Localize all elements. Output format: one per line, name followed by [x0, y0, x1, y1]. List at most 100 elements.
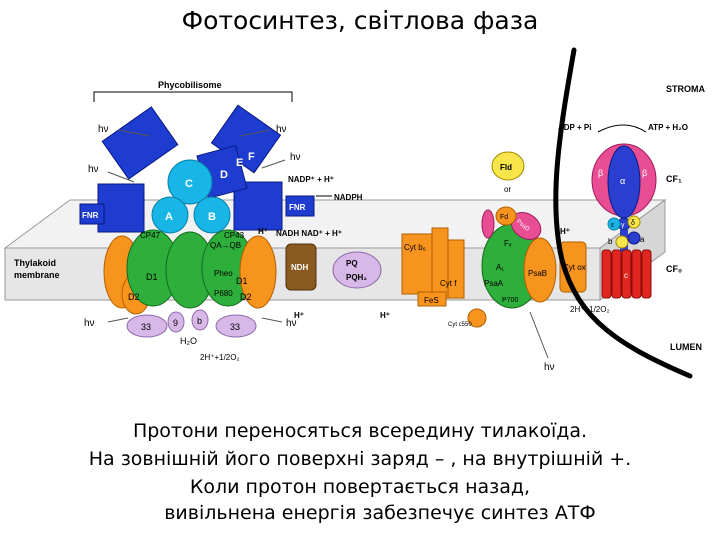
stroma-label: STROMA	[666, 84, 705, 94]
alpha-label: α	[620, 176, 625, 186]
h2o-label: H₂O	[180, 336, 197, 346]
cf0-a	[627, 231, 641, 245]
cyt-f-label: Cyt f	[440, 279, 457, 288]
hv-label-2: hν	[276, 124, 287, 135]
psi-orange	[523, 237, 557, 303]
cf0-c-label: c	[624, 271, 628, 280]
photosynthesis-light-phase-diagram: Thylakoid membrane Phycobilisome C A B D…	[3, 47, 705, 379]
psi-fd	[495, 206, 517, 226]
oec-b	[191, 309, 209, 331]
cf1-epsilon	[607, 217, 621, 231]
pq-label: PQ	[346, 259, 358, 268]
photosystem-ii	[103, 229, 277, 315]
a1-label: A₁	[496, 263, 504, 272]
beta-label-right: β	[642, 168, 647, 178]
h-plus-cytox-label: H⁺	[560, 227, 570, 236]
flavodoxin	[491, 151, 525, 181]
water-split-right-label: 2H⁺+1/2O₂	[570, 305, 610, 314]
h-plus-b6f-label: H⁺	[380, 311, 390, 320]
psii-orange-right	[239, 235, 277, 309]
oec-33-left	[126, 314, 168, 338]
psii-d2-label: D2	[128, 292, 140, 302]
fd-label: Fd	[500, 214, 508, 221]
phycobilisome-label: Phycobilisome	[158, 80, 222, 90]
cf1-label: CF₁	[666, 174, 682, 184]
hv-label-5: hν	[84, 318, 95, 329]
psii-d2-right-label: D2	[240, 292, 252, 302]
oec-33-left-label: 33	[141, 322, 151, 332]
atp-h2o-label: ATP + H₂O	[648, 123, 688, 132]
photon-arrows	[107, 129, 549, 359]
pbs-core-a	[151, 196, 189, 234]
water-split-ps2-label: 2H⁺+1/2O₂	[200, 353, 240, 362]
ndh-complex	[285, 243, 317, 291]
oec-9	[167, 311, 185, 333]
beta-label-left: β	[598, 168, 603, 178]
hv-label-4: hν	[290, 152, 301, 163]
cf0-b-label: b	[608, 237, 613, 246]
fnr-right-box	[285, 195, 315, 217]
hv-label-1: hν	[98, 124, 109, 135]
psii-cp43-label: CP43	[224, 231, 245, 240]
epsilon-label: ε	[611, 222, 614, 229]
cf0-label: CF₀	[666, 264, 682, 274]
atp-arrow	[597, 124, 647, 133]
pbs-core-c	[167, 159, 213, 205]
cf0-a-label: a	[640, 235, 645, 244]
cytochrome-b6f	[401, 227, 465, 307]
h-plus-psii-label: H⁺	[258, 227, 268, 236]
photosystem-i	[481, 206, 557, 309]
fnr-left-label: FNR	[82, 211, 99, 220]
oec-33-right-label: 33	[230, 322, 240, 332]
caption-line-2: На зовнішній його поверхні заряд – , на …	[88, 448, 632, 470]
oxygen-evolving-complex	[126, 309, 257, 338]
cf0-c4	[631, 249, 642, 299]
cf0-c1	[601, 249, 612, 299]
lumen-label: LUMEN	[670, 342, 702, 352]
psi-pink-psad	[481, 209, 495, 239]
pbs-rod-left-top	[101, 106, 179, 180]
phycobilisome-bracket	[93, 91, 293, 102]
oec-9-label: 9	[173, 318, 178, 328]
psii-d1-label: D1	[146, 272, 158, 282]
atp-synthase	[591, 143, 657, 299]
psii-d1-right-label: D1	[236, 276, 248, 286]
cyt-c550	[467, 308, 487, 328]
nadp-reaction-label: NADP⁺ + H⁺	[288, 175, 334, 184]
cyt-c550-label: Cyt c550	[448, 322, 472, 328]
hv-label-6: hν	[286, 318, 297, 329]
hv-label-7: hν	[544, 362, 555, 373]
psii-p680-label: P680	[214, 289, 233, 298]
thylakoid-label-2: membrane	[14, 270, 60, 280]
psab-label: PsaB	[528, 269, 547, 278]
pbs-core-b	[193, 196, 231, 234]
pq-pool	[332, 251, 382, 289]
cyt-b6-label: Cyt b₆	[404, 243, 426, 252]
caption-line-1: Протони переносяться всередину тилакоїда…	[132, 420, 588, 442]
pbs-label-e: E	[236, 157, 243, 169]
fnr-left-box	[79, 203, 105, 225]
boundary-curve	[553, 47, 693, 379]
caption-line-4: вивільнена енергія забезпечує синтез АТФ	[164, 502, 596, 524]
fld-label: Fld	[500, 163, 512, 172]
ndh-label: NDH	[291, 263, 309, 272]
psaa-label: PsaA	[484, 279, 504, 288]
page-title: Фотосинтез, світлова фаза	[181, 6, 539, 35]
pbs-rod-left	[97, 183, 145, 233]
delta-label: δ	[631, 220, 635, 227]
pbs-label-b: B	[208, 211, 216, 223]
oec-b-label: b	[197, 316, 202, 326]
cf1-delta	[627, 215, 641, 229]
or-label: or	[504, 185, 511, 194]
cf0-b	[615, 235, 629, 249]
h-plus-ndh-label: H⁺	[294, 311, 304, 320]
psii-qa-qb-label: QA→QB	[210, 241, 241, 250]
thylakoid-label-1: Thylakoid	[14, 258, 56, 268]
fes-label: FeS	[424, 296, 439, 305]
pbs-label-a: A	[165, 211, 173, 223]
pbs-label-f: F	[248, 151, 255, 163]
adp-pi-label: ADP + Pi	[558, 123, 591, 132]
psii-cp47-label: CP47	[140, 231, 161, 240]
nadph-label: NADPH	[334, 193, 363, 202]
p700-label: P700	[502, 297, 518, 304]
